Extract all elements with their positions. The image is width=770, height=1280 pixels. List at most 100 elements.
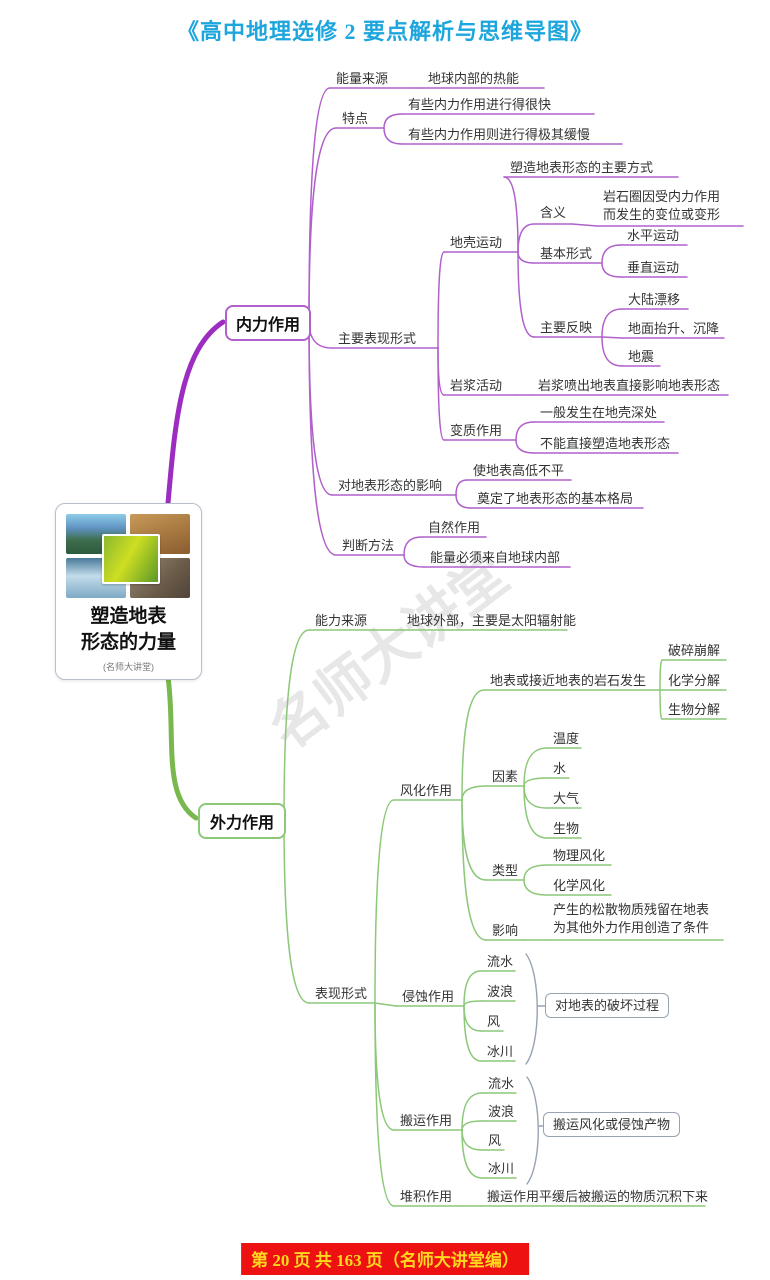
connector-line bbox=[383, 127, 403, 145]
connector-line bbox=[601, 244, 622, 264]
connector-line bbox=[601, 308, 623, 338]
mindmap-node-meta-deep: 一般发生在地壳深处 bbox=[540, 405, 658, 420]
mindmap-node-judge-natural: 自然作用 bbox=[428, 520, 481, 535]
connector-line bbox=[659, 689, 663, 720]
mindmap-node-erosion: 侵蚀作用 bbox=[402, 989, 455, 1004]
connector-line bbox=[461, 799, 487, 941]
mindmap-node-judge-energy: 能量必须来自地球内部 bbox=[430, 550, 561, 565]
connector-line bbox=[308, 127, 337, 322]
connector-line bbox=[374, 799, 395, 1004]
mindmap-node-transport-wind: 风 bbox=[488, 1133, 502, 1148]
mindmap-node-metamorphism: 变质作用 bbox=[450, 423, 503, 438]
mindmap-node-transport-wave: 波浪 bbox=[488, 1104, 515, 1119]
mindmap-node-external-force: 外力作用 bbox=[198, 803, 286, 839]
mindmap-node-influence: 影响 bbox=[492, 923, 519, 938]
central-topic-node: 塑造地表 形态的力量 (名师大讲堂) bbox=[55, 503, 202, 680]
page-title: 《高中地理选修 2 要点解析与思维导图》 bbox=[176, 19, 593, 44]
connector-line bbox=[517, 223, 535, 253]
mindmap-node-continental-drift: 大陆漂移 bbox=[628, 292, 681, 307]
connector-line bbox=[437, 347, 445, 441]
connector-line bbox=[601, 336, 623, 367]
connector-line bbox=[461, 1092, 483, 1131]
connector-line bbox=[461, 1120, 483, 1131]
mindmap-node-energy-source: 能量来源 bbox=[336, 71, 389, 86]
mindmap-node-broken-collapse: 破碎崩解 bbox=[668, 643, 721, 658]
connector-line bbox=[463, 1000, 482, 1007]
mindmap-node-earth-heat: 地球内部的热能 bbox=[428, 71, 520, 86]
connector-line bbox=[403, 536, 423, 556]
connector-line bbox=[165, 319, 226, 506]
mindmap-node-earthquake: 地震 bbox=[628, 349, 655, 364]
connector-line bbox=[374, 1002, 397, 1007]
connector-line bbox=[437, 251, 445, 349]
mindmap-node-erosion-wave: 波浪 bbox=[487, 984, 514, 999]
mindmap-node-manifestation: 表现形式 bbox=[315, 986, 368, 1001]
mindmap-node-erosion-water: 流水 bbox=[487, 954, 514, 969]
mindmap-node-main-forms: 主要表现形式 bbox=[338, 331, 417, 346]
mindmap-node-main-way: 塑造地表形态的主要方式 bbox=[510, 160, 654, 175]
connector-line bbox=[374, 1002, 395, 1207]
mindmap-node-feature-fast: 有些内力作用进行得很快 bbox=[408, 97, 552, 112]
mindmap-node-chemical-weathering: 化学风化 bbox=[553, 878, 606, 893]
mindmap-node-weathering-desc: 地表或接近地表的岩石发生 bbox=[490, 673, 647, 688]
mindmap-node-internal-force: 内力作用 bbox=[225, 305, 311, 341]
connector-line bbox=[523, 864, 548, 881]
mindmap-node-surface-impact: 对地表形态的影响 bbox=[338, 478, 443, 493]
connector-line bbox=[523, 747, 548, 787]
connector-line bbox=[523, 879, 548, 896]
mindmap-node-meta-no-direct: 不能直接塑造地表形态 bbox=[540, 436, 671, 451]
connector-line bbox=[308, 320, 337, 556]
mindmap-node-factor-atmosphere: 大气 bbox=[553, 791, 580, 806]
mindmap-node-factor-biology: 生物 bbox=[553, 821, 580, 836]
mindmap-node-basic-forms: 基本形式 bbox=[540, 246, 593, 261]
connector-line bbox=[461, 785, 487, 801]
mindmap-node-impact-pattern: 奠定了地表形态的基本格局 bbox=[477, 491, 634, 506]
mindmap-node-uplift-subsidence: 地面抬升、沉降 bbox=[628, 321, 720, 336]
mindmap-node-judge-method: 判断方法 bbox=[342, 538, 395, 553]
connector-line bbox=[461, 689, 485, 801]
mindmap-node-horizontal-movement: 水平运动 bbox=[627, 228, 680, 243]
connector-line bbox=[523, 777, 548, 787]
connector-line bbox=[517, 251, 535, 338]
mindmap-node-feature-slow: 有些内力作用则进行得极其缓慢 bbox=[408, 127, 591, 142]
mindmap-node-weathering: 风化作用 bbox=[400, 783, 453, 798]
mindmap-node-physical-weathering: 物理风化 bbox=[553, 848, 606, 863]
connector-line bbox=[601, 336, 623, 339]
central-photo-collage bbox=[66, 514, 190, 598]
connector-line bbox=[571, 223, 598, 227]
connector-line bbox=[659, 659, 663, 691]
mindmap-node-erosion-glacier: 冰川 bbox=[487, 1044, 514, 1059]
mindmap-node-factor-water: 水 bbox=[553, 761, 567, 776]
mindmap-node-magma-activity: 岩浆活动 bbox=[450, 378, 503, 393]
connector-line bbox=[526, 1076, 539, 1185]
mindmap-node-power-source: 能力来源 bbox=[315, 613, 368, 628]
connector-line bbox=[165, 674, 199, 821]
mindmap-node-meaning-desc: 岩石圈因受内力作用 而发生的变位或变形 bbox=[603, 189, 721, 222]
connector-line bbox=[515, 421, 535, 441]
connector-line bbox=[283, 818, 310, 1004]
connector-line bbox=[383, 113, 403, 129]
mindmap-node-factors: 因素 bbox=[492, 769, 519, 784]
central-topic-subtitle: (名师大讲堂) bbox=[103, 662, 154, 672]
mindmap-node-factor-temperature: 温度 bbox=[553, 731, 580, 746]
connector-line bbox=[463, 970, 482, 1007]
mindmap-node-meaning: 含义 bbox=[540, 205, 567, 220]
connector-line bbox=[523, 785, 548, 839]
mindmap-node-transport-water: 流水 bbox=[488, 1076, 515, 1091]
mindmap-node-chemical-decompose: 化学分解 bbox=[668, 673, 721, 688]
page-number-footer: 第 20 页 共 163 页（名师大讲堂编） bbox=[241, 1243, 529, 1275]
connector-line bbox=[525, 953, 538, 1065]
photo-green-terraces bbox=[102, 534, 160, 584]
mindmap-node-features: 特点 bbox=[342, 111, 369, 126]
mindmap-node-erosion-wind: 风 bbox=[487, 1014, 501, 1029]
mindmap-node-power-desc: 地球外部，主要是太阳辐射能 bbox=[407, 613, 577, 628]
mindmap-node-transport-note: 搬运风化或侵蚀产物 bbox=[543, 1112, 681, 1137]
connector-line bbox=[455, 479, 468, 496]
connector-line bbox=[455, 494, 472, 509]
connector-line bbox=[515, 439, 535, 454]
mindmap-node-deposition-desc: 搬运作用平缓后被搬运的物质沉积下来 bbox=[487, 1189, 709, 1204]
mindmap-node-impact-uneven: 使地表高低不平 bbox=[473, 463, 565, 478]
